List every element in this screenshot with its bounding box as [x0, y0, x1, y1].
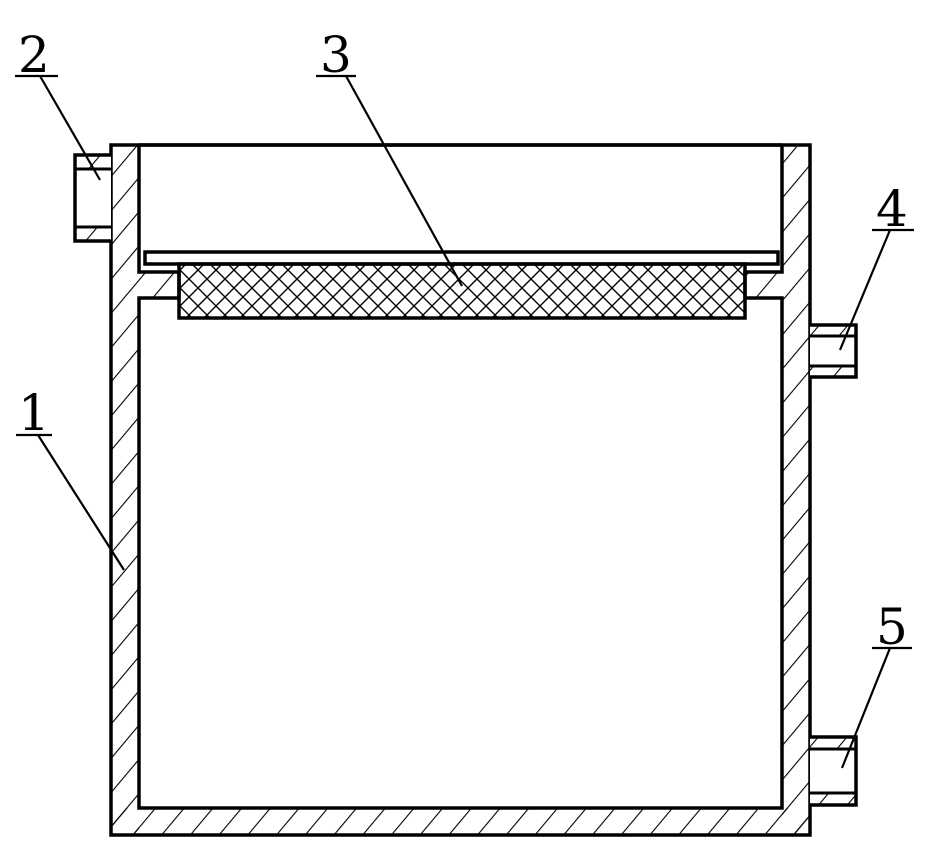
filter-element	[177, 262, 747, 320]
right-ledge	[745, 272, 782, 298]
label-1: 1	[18, 384, 50, 442]
left-wall	[111, 145, 139, 835]
leader-lines	[15, 74, 914, 769]
port-4	[810, 323, 858, 379]
label-2: 2	[18, 26, 50, 84]
lid-plate	[143, 250, 780, 266]
left-ledge	[139, 272, 179, 298]
bottom-wall	[111, 808, 810, 835]
port-5	[810, 735, 858, 807]
label-3: 3	[320, 26, 352, 84]
label-4: 4	[876, 180, 908, 238]
right-wall	[782, 145, 810, 835]
label-5: 5	[876, 598, 908, 656]
container-body	[109, 143, 812, 837]
